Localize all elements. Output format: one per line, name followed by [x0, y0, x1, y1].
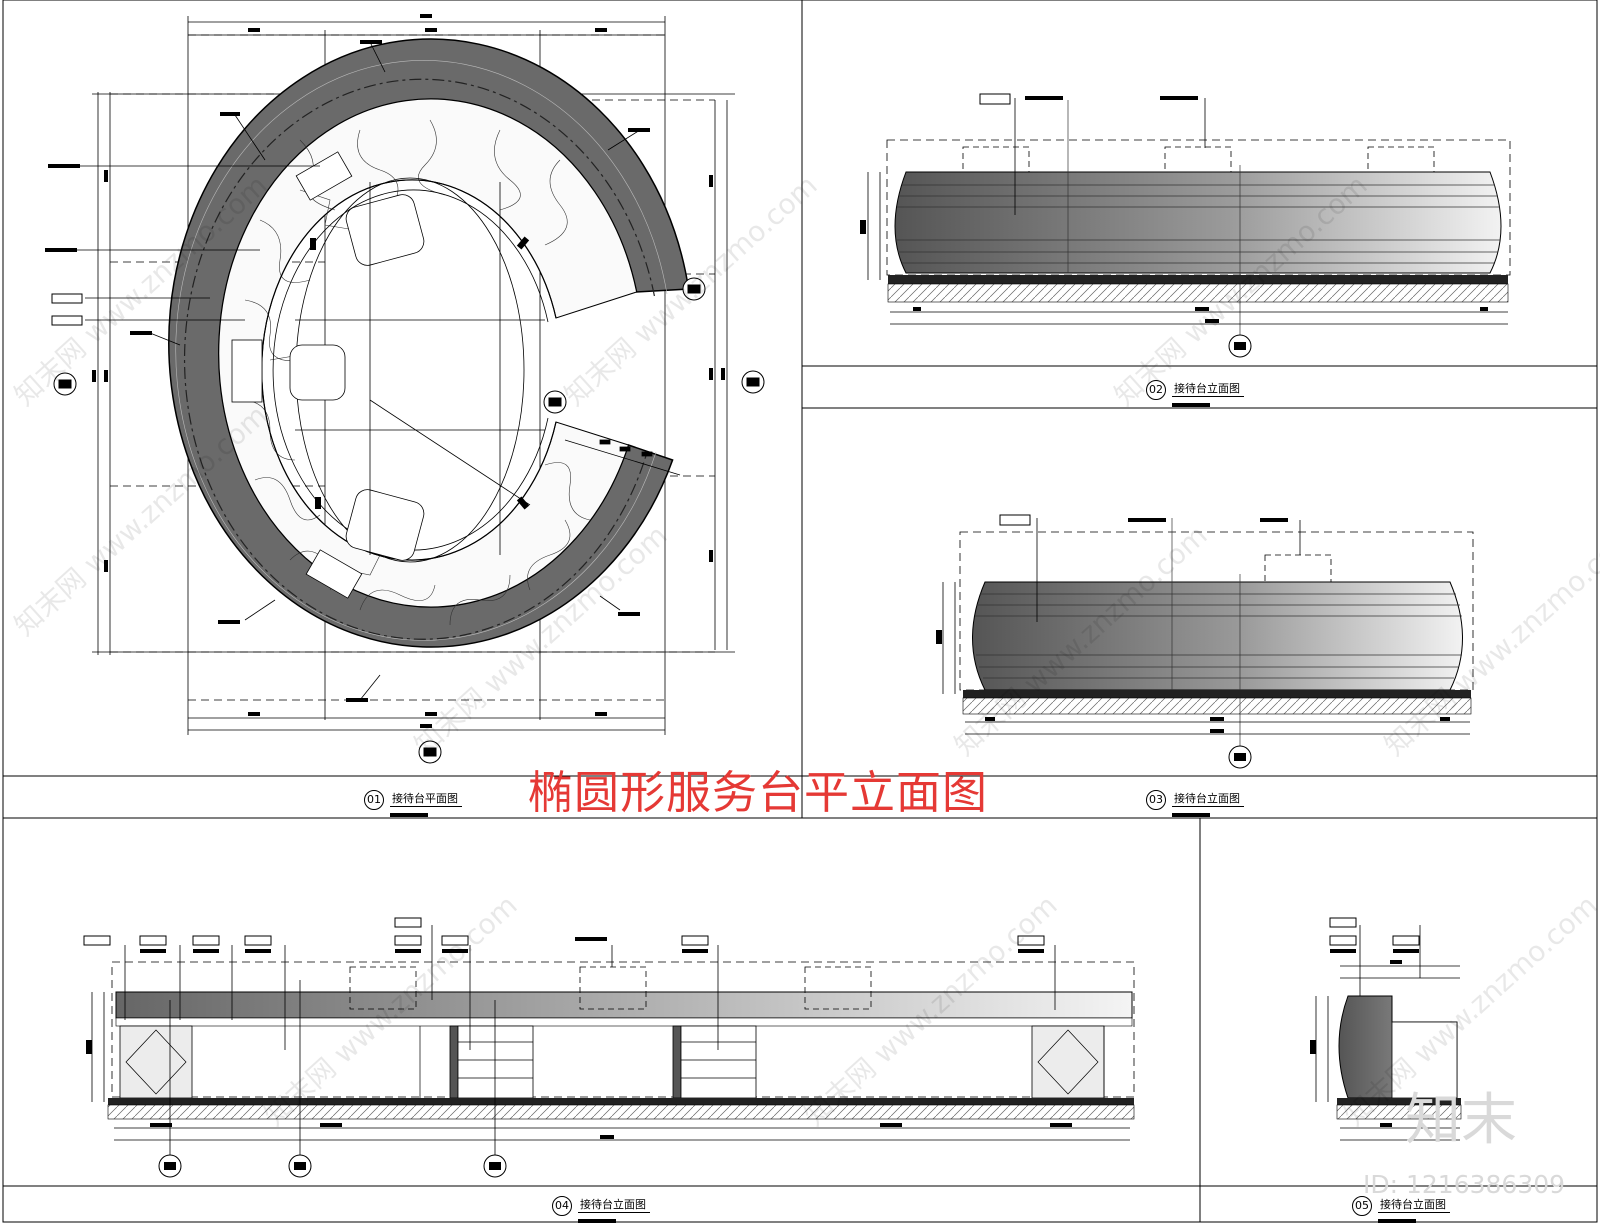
view-label-01: 01 接待台平面图	[364, 790, 462, 817]
elevation-02	[860, 93, 1511, 358]
view-number: 05	[1352, 1196, 1372, 1216]
plan-tags	[45, 14, 725, 728]
view-title: 接待台立面图	[1378, 1199, 1450, 1213]
chairs	[289, 194, 425, 561]
plan-cross-lines	[295, 182, 545, 555]
view-label-02: 02 接待台立面图	[1146, 380, 1244, 407]
plan-equipment	[231, 151, 363, 599]
view-title: 接待台立面图	[578, 1199, 650, 1213]
elevation-04	[83, 917, 1135, 1178]
main-title: 椭圆形服务台平立面图	[528, 766, 989, 819]
marble-veins	[239, 119, 591, 626]
view-number: 03	[1146, 790, 1166, 810]
brand-logo: 知末	[1405, 1088, 1517, 1153]
plan-leaders	[48, 41, 641, 701]
elevation-05	[1310, 917, 1462, 1141]
marble-top	[218, 98, 638, 608]
elevation-03	[936, 514, 1474, 769]
image-id: ID: 1216386309	[1363, 1170, 1566, 1199]
view-label-03: 03 接待台立面图	[1146, 790, 1244, 817]
view-title: 接待台立面图	[1172, 383, 1244, 397]
view-title: 接待台平面图	[390, 793, 462, 807]
view-number: 02	[1146, 380, 1166, 400]
view-number: 01	[364, 790, 384, 810]
plan-corner-dims	[564, 439, 681, 476]
view-title: 接待台立面图	[1172, 793, 1244, 807]
view-number: 04	[552, 1196, 572, 1216]
view-label-04: 04 接待台立面图	[552, 1196, 650, 1223]
section-markers	[53, 277, 765, 764]
view-label-05: 05 接待台立面图	[1352, 1196, 1450, 1223]
